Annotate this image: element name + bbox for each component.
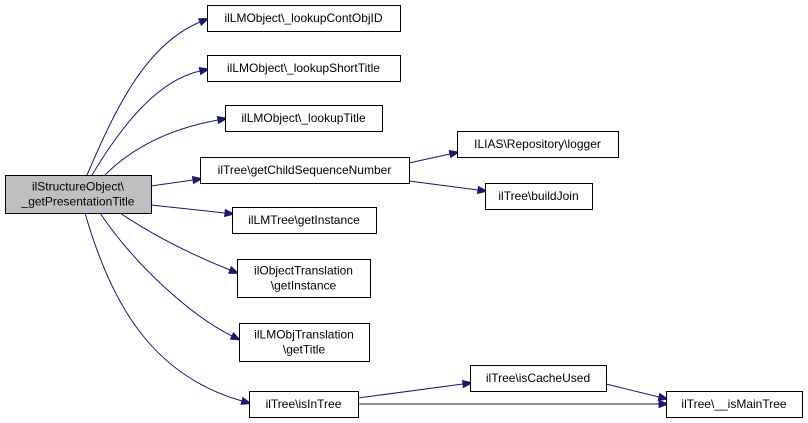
edge-isCacheUsed-to-isMainTree (605, 383, 670, 401)
node-isInTree[interactable]: ilTree\isInTree (249, 391, 359, 418)
edge-line (150, 179, 194, 187)
node-box (225, 105, 383, 132)
arrowhead (229, 331, 242, 341)
node-logger[interactable]: ILIAS\Repository\logger (457, 131, 619, 158)
node-lmTreeGetInstance[interactable]: ilLMTree\getInstance (232, 207, 377, 234)
edge-line (605, 383, 660, 398)
arrowhead (461, 379, 474, 389)
edge-line (91, 70, 201, 176)
node-box (5, 175, 152, 214)
node-label: _getPresentationTitle (21, 195, 135, 209)
node-box (207, 5, 401, 32)
edge-line (408, 153, 451, 164)
node-label: \getTitle (283, 343, 326, 357)
node-label: ilTree\getChildSequenceNumber (218, 163, 392, 177)
edge-root-to-objTransGetInstance (119, 212, 240, 274)
arrowhead (448, 149, 461, 159)
node-label: ilLMObject\_lookupShortTitle (227, 61, 380, 75)
edge-isInTree-to-isMainTree (358, 399, 670, 409)
edge-getChildSequenceNumber-to-buildJoin (408, 180, 489, 195)
node-box (239, 323, 370, 362)
edge-line (119, 212, 231, 271)
edge-root-to-isInTree (84, 212, 252, 405)
edge-isInTree-to-isCacheUsed (357, 379, 474, 399)
node-box (249, 391, 359, 418)
edges-layer (84, 17, 670, 409)
edge-getChildSequenceNumber-to-logger (408, 149, 461, 164)
edge-line (408, 180, 479, 191)
edge-line (84, 212, 243, 402)
node-label: ilObjectTranslation (254, 264, 353, 278)
node-box (232, 207, 377, 234)
node-label: ilTree\__isMainTree (681, 397, 786, 411)
node-lookupContObjID[interactable]: ilLMObject\_lookupContObjID (207, 5, 401, 32)
edge-line (99, 212, 233, 337)
arrowhead (216, 115, 229, 125)
node-buildJoin[interactable]: ilTree\buildJoin (485, 183, 593, 210)
node-label: ilLMObject\_lookupTitle (241, 111, 366, 125)
node-label: ilTree\isInTree (266, 397, 342, 411)
node-box (470, 365, 607, 392)
node-label: ilTree\buildJoin (498, 189, 578, 203)
arrowhead (197, 17, 210, 27)
edge-root-to-lmObjTransGetTitle (99, 212, 242, 341)
arrowhead (191, 175, 204, 185)
node-box (237, 259, 371, 298)
edge-line (86, 21, 201, 176)
arrowhead (476, 185, 489, 195)
node-box (666, 391, 803, 418)
node-lookupTitle[interactable]: ilLMObject\_lookupTitle (225, 105, 383, 132)
node-label: \getInstance (271, 279, 337, 293)
arrowhead (240, 396, 252, 405)
node-lookupShortTitle[interactable]: ilLMObject\_lookupShortTitle (207, 55, 401, 82)
edge-root-to-lmTreeGetInstance (150, 204, 236, 218)
edge-root-to-getChildSequenceNumber (150, 175, 204, 187)
node-label: ilTree\isCacheUsed (486, 371, 590, 385)
node-label: ilStructureObject\ (32, 180, 125, 194)
node-isCacheUsed[interactable]: ilTree\isCacheUsed (470, 365, 607, 392)
edge-line (357, 383, 464, 399)
node-lmObjTransGetTitle[interactable]: ilLMObjTranslation\getTitle (239, 323, 370, 362)
edge-line (150, 204, 226, 214)
arrowhead (224, 208, 236, 218)
node-root[interactable]: ilStructureObject\_getPresentationTitle (5, 175, 152, 214)
node-box (457, 131, 619, 158)
node-isMainTree[interactable]: ilTree\__isMainTree (666, 391, 803, 418)
node-box (207, 55, 401, 82)
node-objTransGetInstance[interactable]: ilObjectTranslation\getInstance (237, 259, 371, 298)
edge-line (104, 119, 219, 176)
arrowhead (227, 265, 240, 274)
node-box (200, 157, 410, 184)
edge-root-to-lookupTitle (104, 115, 229, 176)
node-label: ILIAS\Repository\logger (474, 137, 601, 151)
node-label: ilLMObjTranslation (254, 328, 354, 342)
edge-root-to-lookupContObjID (86, 17, 210, 176)
node-getChildSequenceNumber[interactable]: ilTree\getChildSequenceNumber (200, 157, 410, 184)
arrowhead (658, 399, 670, 409)
edge-root-to-lookupShortTitle (91, 66, 211, 176)
nodes-layer: ilStructureObject\_getPresentationTitlei… (5, 5, 803, 418)
node-label: ilLMTree\getInstance (248, 213, 360, 227)
arrowhead (198, 66, 211, 76)
node-label: ilLMObject\_lookupContObjID (224, 11, 382, 25)
arrowhead (657, 392, 670, 401)
node-box (485, 183, 593, 210)
